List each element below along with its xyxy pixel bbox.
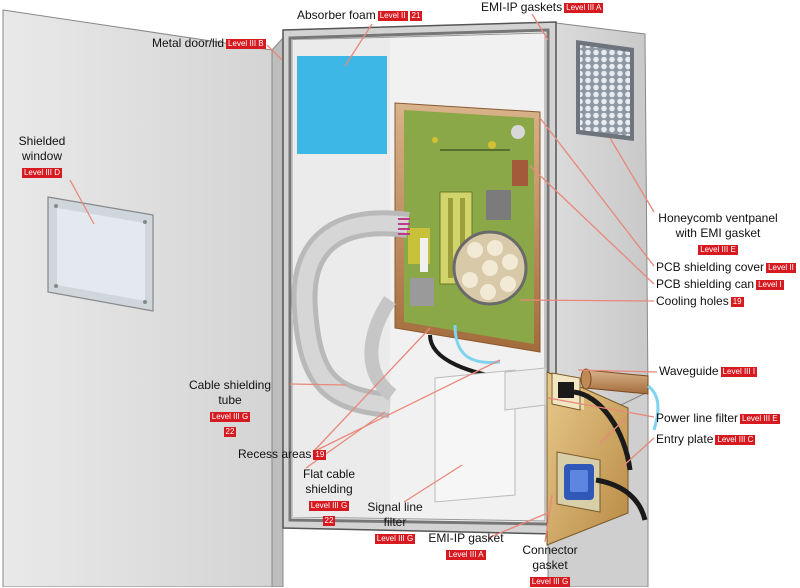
metal-door-text: Metal door/lid xyxy=(152,36,225,50)
entry-plate-text: Entry plate xyxy=(656,432,714,446)
pcb-cover-level: Level II xyxy=(766,263,796,273)
absorber-foam-level: Level II xyxy=(377,11,408,21)
power-filter-level: Level III E xyxy=(740,414,780,424)
label-shielded-window: Shielded window Level III D xyxy=(16,134,68,179)
cooling-holes-ref: 19 xyxy=(730,297,744,307)
shielded-window-line2: window xyxy=(21,149,63,163)
flat-cable-line2: shielding xyxy=(305,482,353,496)
flat-cable-ref: 22 xyxy=(322,516,336,526)
cable-tube-line2: tube xyxy=(218,393,242,407)
honeycomb-line2: with EMI gasket xyxy=(675,226,761,240)
shielded-window-pane xyxy=(47,196,154,312)
emi-ip-gasket-text: EMI-IP gasket xyxy=(428,531,504,545)
absorber-foam-ref: 21 xyxy=(409,11,423,21)
power-line-filter xyxy=(551,372,633,471)
honeycomb-line1: Honeycomb ventpanel xyxy=(658,211,778,225)
absorber-foam xyxy=(297,56,387,154)
cooling-holes-text: Cooling holes xyxy=(656,294,729,308)
waveguide-text: Waveguide xyxy=(659,364,719,378)
metal-door-level: Level III B xyxy=(226,39,266,49)
connector-gasket-line1: Connector xyxy=(522,543,578,557)
signal-filter-line2: filter xyxy=(383,515,407,529)
entry-plate-level: Level III C xyxy=(715,435,756,445)
recess-areas-ref: 19 xyxy=(313,450,327,460)
ribbon-cable xyxy=(291,210,410,418)
waveguide xyxy=(580,368,660,431)
label-cable-tube: Cable shielding tube Level III G 22 xyxy=(180,378,280,438)
honeycomb-level: Level III E xyxy=(698,245,738,255)
connector xyxy=(556,451,648,521)
label-honeycomb: Honeycomb ventpanel with EMI gasket Leve… xyxy=(654,211,782,256)
waveguide-level: Level III I xyxy=(720,367,758,377)
label-flat-cable: Flat cable shielding Level III G 22 xyxy=(296,467,362,527)
pcb-can-level: Level I xyxy=(756,280,784,290)
connector-gasket-level: Level III G xyxy=(529,577,571,587)
internal-blue-cable xyxy=(453,324,501,365)
emi-ip-gasket-level: Level III A xyxy=(446,550,486,560)
pcb-can-text: PCB shielding can xyxy=(656,277,755,291)
label-connector-gasket: Connector gasket Level III G xyxy=(515,543,585,588)
absorber-foam-text: Absorber foam xyxy=(297,8,376,22)
label-signal-filter: Signal line filter Level III G xyxy=(360,500,430,545)
shielded-window-level: Level III D xyxy=(21,168,62,178)
connector-gasket-line2: gasket xyxy=(532,558,568,572)
emi-ip-gaskets-level: Level III A xyxy=(564,3,604,13)
signal-filter-level: Level III G xyxy=(374,534,416,544)
pcb-cover-text: PCB shielding cover xyxy=(656,260,765,274)
flat-cable-line1: Flat cable xyxy=(302,467,356,481)
recess-areas-text: Recess areas xyxy=(238,447,312,461)
power-filter-text: Power line filter xyxy=(656,411,739,425)
honeycomb-vent-panel xyxy=(576,40,634,141)
label-emi-ip-gasket: EMI-IP gasket Level III A xyxy=(424,531,508,561)
cable-tube-line1: Cable shielding xyxy=(188,378,272,392)
emi-ip-gaskets-text: EMI-IP gaskets xyxy=(481,0,563,14)
shielded-window-line1: Shielded xyxy=(18,134,66,148)
flat-cable-level: Level III G xyxy=(308,501,350,511)
callout-lines xyxy=(69,13,658,543)
cable-tube-level: Level III G xyxy=(209,412,251,422)
cable-tube-ref: 22 xyxy=(223,427,237,437)
cooling-holes xyxy=(452,230,528,306)
signal-filter-line1: Signal line xyxy=(367,500,423,514)
